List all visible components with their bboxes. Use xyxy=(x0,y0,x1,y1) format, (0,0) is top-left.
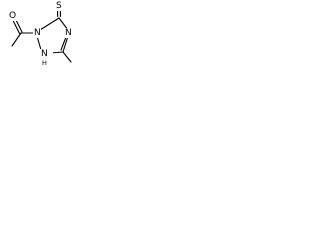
atom-label-bg-s xyxy=(55,1,63,11)
atom-label-sulfur: S xyxy=(56,1,62,11)
atom-label-hydrogen-nh: H xyxy=(42,59,47,67)
atom-label-bg-n4 xyxy=(64,28,72,38)
bond-acyl-o-double-a xyxy=(15,19,23,33)
bond-n2-n1 xyxy=(36,35,42,51)
bond-acyl-o-double-b xyxy=(12,20,21,35)
bond-acyl-methyl xyxy=(11,32,22,47)
bond-n1-c5 xyxy=(39,17,60,31)
chemical-structure-diagram: S N N N H O xyxy=(8,1,72,68)
atom-label-bg-o xyxy=(8,11,17,21)
atom-label-nitrogen-ring-top: N xyxy=(65,28,72,38)
bond-c3-methyl xyxy=(62,51,72,63)
bond-n4-c3-inner xyxy=(60,36,67,51)
bond-n4-c3 xyxy=(62,35,69,53)
atom-label-bg-nh xyxy=(40,49,53,59)
atom-label-nitrogen-ring-left: N xyxy=(34,28,41,38)
atom-label-bg-n1 xyxy=(33,28,41,38)
atom-label-oxygen: O xyxy=(9,11,16,21)
atom-label-bg-h xyxy=(41,59,49,68)
atom-label-nitrogen-ring-nh: N xyxy=(41,49,48,59)
